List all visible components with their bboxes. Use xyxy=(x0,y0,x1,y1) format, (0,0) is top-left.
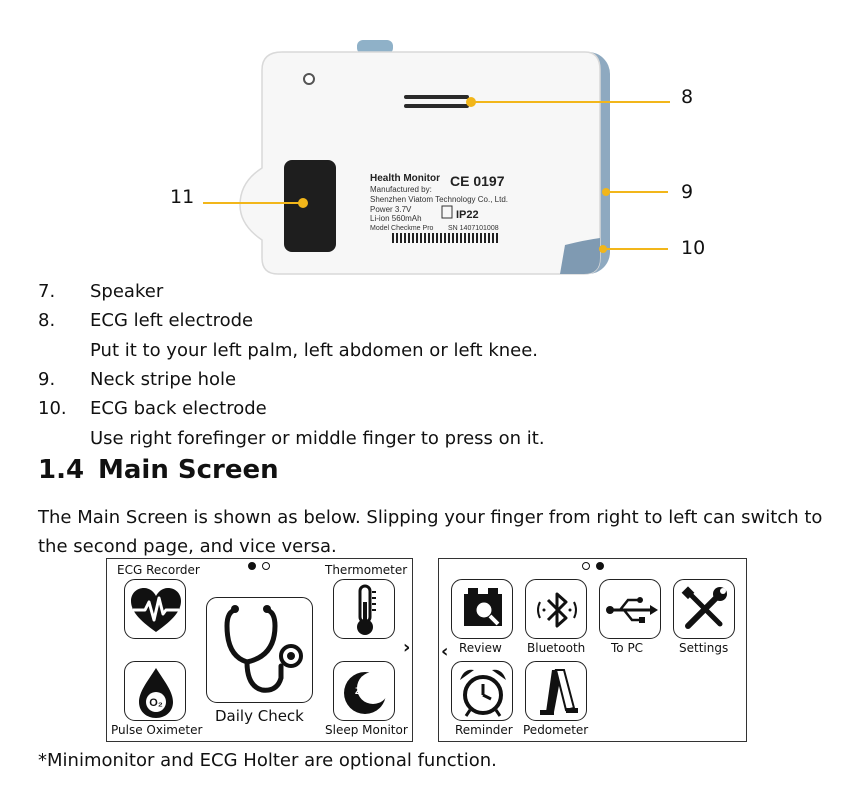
label-model: Model Checkme Pro xyxy=(370,225,434,232)
list-item-text: Neck stripe hole xyxy=(90,369,237,390)
label-power: Power 3.7V xyxy=(370,205,412,214)
speaker-hole xyxy=(303,73,315,85)
prev-page-chevron-icon[interactable]: ‹ xyxy=(441,641,449,662)
review-button[interactable] xyxy=(451,579,513,639)
callout-11: 11 xyxy=(170,186,195,208)
review-label: Review xyxy=(459,641,502,655)
oxygen-drop-icon: O₂ xyxy=(139,668,173,718)
pedometer-button[interactable] xyxy=(525,661,587,721)
speaker-slot xyxy=(404,104,469,108)
section-number: 1.4 xyxy=(38,455,85,485)
sleep-monitor-label: Sleep Monitor xyxy=(325,723,408,737)
list-item-note: Put it to your left palm, left abdomen o… xyxy=(90,340,539,361)
label-sn: SN 1407101008 xyxy=(448,225,499,232)
list-item-text: ECG left electrode xyxy=(90,310,254,331)
daily-check-label: Daily Check xyxy=(215,707,304,725)
thermometer-button[interactable] xyxy=(333,579,395,639)
callout-10: 10 xyxy=(681,237,706,259)
thermometer-icon xyxy=(357,584,376,635)
list-number: 7. xyxy=(38,281,56,302)
pulse-oximeter-label: Pulse Oximeter xyxy=(111,723,203,737)
label-battery: Li-ion 560mAh xyxy=(370,214,422,223)
to-pc-button[interactable] xyxy=(599,579,661,639)
sleep-monitor-button[interactable]: Zz xyxy=(333,661,395,721)
label-company: Shenzhen Viatom Technology Co., Ltd. xyxy=(370,195,508,204)
type-bf-icon xyxy=(441,205,453,219)
barcode xyxy=(390,233,500,243)
ecg-recorder-label: ECG Recorder xyxy=(117,563,200,577)
speaker-slot xyxy=(404,95,469,99)
bluetooth-button[interactable] xyxy=(525,579,587,639)
moon-sleep-icon: Zz xyxy=(344,672,389,714)
main-screen-page-2: ‹ Review Bluetooth xyxy=(438,558,747,742)
device-back-figure: Health Monitor CE 0197 Manufactured by: … xyxy=(203,40,670,275)
section-heading: 1.4 Main Screen xyxy=(38,455,279,485)
stethoscope-icon xyxy=(224,605,303,693)
list-number: 10. xyxy=(38,398,67,419)
next-page-chevron-icon[interactable]: › xyxy=(403,637,411,658)
ecg-electrode-10 xyxy=(560,238,600,274)
alarm-clock-icon xyxy=(460,669,506,717)
page-indicator-active xyxy=(248,562,256,570)
top-button xyxy=(357,40,393,54)
heart-ecg-icon xyxy=(131,588,181,632)
usb-icon xyxy=(606,597,658,623)
pedometer-label: Pedometer xyxy=(523,723,589,737)
label-ip: IP22 xyxy=(456,209,479,221)
bluetooth-label: Bluetooth xyxy=(527,641,586,655)
section-title: Main Screen xyxy=(98,455,279,485)
svg-text:Zz: Zz xyxy=(355,686,365,696)
footnote: *Minimonitor and ECG Holter are optional… xyxy=(38,750,497,771)
walking-legs-icon xyxy=(540,669,578,715)
ecg-back-electrode-pad xyxy=(284,160,336,252)
settings-button[interactable] xyxy=(673,579,735,639)
intro-paragraph-line: The Main Screen is shown as below. Slipp… xyxy=(38,507,823,528)
label-ce: CE 0197 xyxy=(450,173,505,189)
label-mfg: Manufactured by: xyxy=(370,185,432,194)
list-item-note: Use right forefinger or middle finger to… xyxy=(90,428,545,449)
wrench-screwdriver-icon xyxy=(681,586,727,629)
to-pc-label: To PC xyxy=(611,641,644,655)
daily-check-button[interactable] xyxy=(206,597,313,703)
settings-label: Settings xyxy=(679,641,729,655)
thermometer-label: Thermometer xyxy=(325,563,408,577)
reminder-button[interactable] xyxy=(451,661,513,721)
callout-9: 9 xyxy=(681,181,694,203)
pulse-oximeter-button[interactable]: O₂ xyxy=(124,661,186,721)
page-indicator-inactive xyxy=(582,562,590,570)
bluetooth-icon xyxy=(537,592,577,628)
reminder-label: Reminder xyxy=(455,723,513,737)
page-indicator-active xyxy=(596,562,604,570)
callout-8: 8 xyxy=(681,86,694,108)
list-number: 9. xyxy=(38,369,56,390)
page-indicator-inactive xyxy=(262,562,270,570)
label-title: Health Monitor xyxy=(370,173,440,184)
list-number: 8. xyxy=(38,310,56,331)
list-item-text: Speaker xyxy=(90,281,164,302)
review-search-icon xyxy=(464,588,502,626)
list-item-text: ECG back electrode xyxy=(90,398,267,419)
svg-text:O₂: O₂ xyxy=(149,697,163,709)
ecg-recorder-button[interactable] xyxy=(124,579,186,639)
intro-paragraph-line: the second page, and vice versa. xyxy=(38,536,337,557)
main-screen-page-1: ECG Recorder Thermometer Daily Check xyxy=(106,558,413,742)
